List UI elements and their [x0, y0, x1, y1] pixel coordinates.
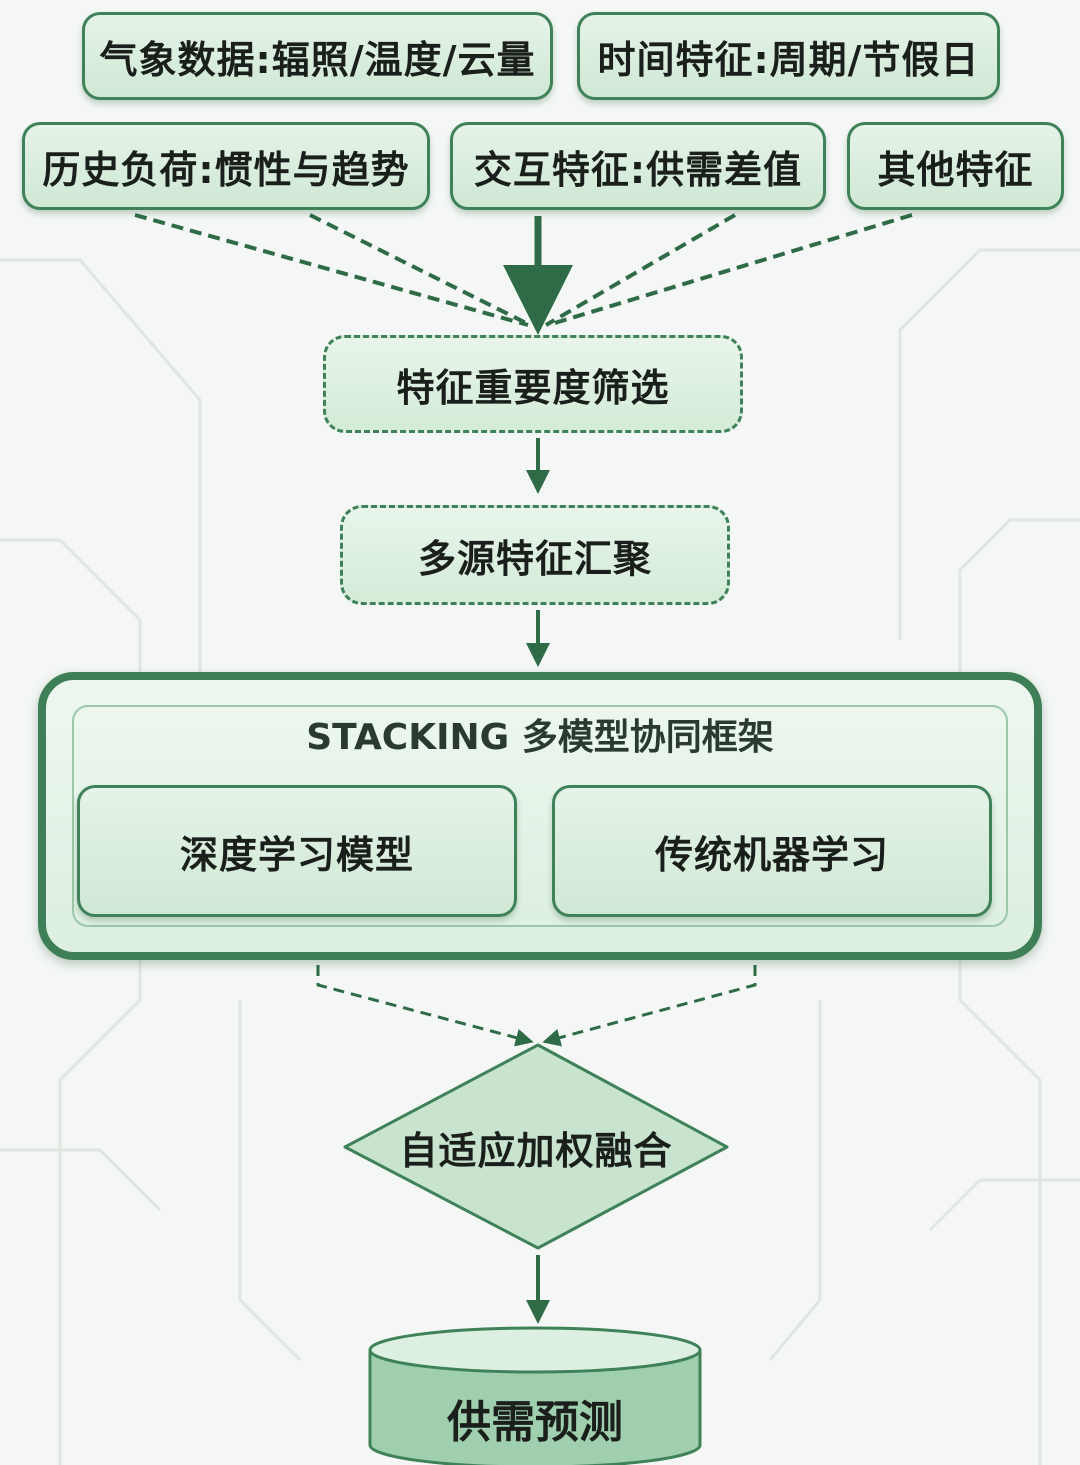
feature-selection-box: 特征重要度筛选: [323, 335, 743, 433]
input-time-features: 时间特征:周期/节假日: [577, 12, 1000, 100]
input-label: 历史负荷:惯性与趋势: [42, 147, 410, 192]
input-weather-data: 气象数据:辐照/温度/云量: [82, 12, 553, 100]
output-cylinder: [368, 1326, 702, 1465]
input-label: 交互特征:供需差值: [473, 147, 803, 192]
step-label: 特征重要度筛选: [396, 365, 670, 410]
fusion-label: 自适应加权融合: [399, 1128, 673, 1173]
stacking-dashed-connectors: [316, 965, 757, 1047]
stacking-title: STACKING 多模型协同框架: [306, 717, 774, 758]
traditional-ml-box: 传统机器学习: [552, 785, 992, 917]
step-label: 多源特征汇聚: [417, 536, 652, 581]
input-label: 气象数据:辐照/温度/云量: [99, 37, 536, 82]
feature-aggregation-box: 多源特征汇聚: [340, 505, 730, 605]
input-dashed-connectors: [134, 213, 913, 327]
model-label: 深度学习模型: [179, 832, 414, 877]
input-other-features: 其他特征: [847, 122, 1064, 210]
model-label: 传统机器学习: [654, 832, 889, 877]
deep-learning-model-box: 深度学习模型: [77, 785, 517, 917]
background-circuit-lines: [0, 248, 1080, 1465]
stacking-inner-border: [72, 705, 1008, 927]
fusion-diamond: [343, 1043, 729, 1250]
input-historical-load: 历史负荷:惯性与趋势: [22, 122, 430, 210]
input-label: 其他特征: [877, 147, 1034, 192]
input-label: 时间特征:周期/节假日: [597, 37, 980, 82]
output-label: 供需预测: [447, 1397, 623, 1448]
input-interaction-features: 交互特征:供需差值: [450, 122, 826, 210]
